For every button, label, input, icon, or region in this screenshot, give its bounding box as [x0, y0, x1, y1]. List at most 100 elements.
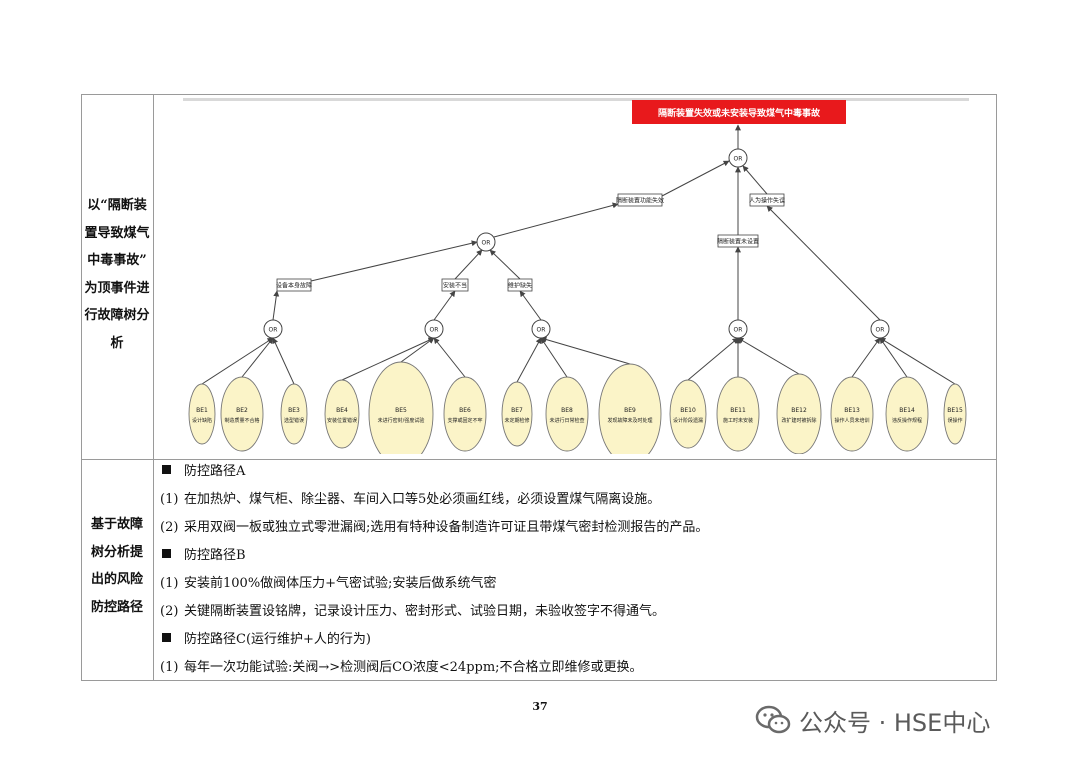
watermark: 公众号 · HSE中心	[755, 702, 990, 738]
row-label-control-paths: 基于故障 树分析提 出的风险 防控路径	[81, 511, 153, 621]
basic-event-id: BE7	[511, 407, 523, 414]
square-bullet-icon	[162, 549, 171, 558]
wechat-icon	[755, 705, 791, 734]
connector-line	[742, 165, 768, 195]
basic-event-desc: 未进行密封/强度试验	[378, 417, 425, 424]
top-event-label: 隔断装置失效或未安装导致煤气中毒事故	[658, 107, 821, 119]
intermediate-event-box	[276, 278, 312, 292]
connector-line	[661, 160, 730, 197]
basic-event-desc: 设计阶段遗漏	[673, 417, 703, 424]
basic-event-id: BE2	[236, 407, 248, 414]
top-event-box	[632, 100, 846, 124]
connector-line	[540, 337, 568, 378]
basic-event	[716, 376, 760, 452]
connector-line	[272, 337, 295, 385]
basic-event-id: BE10	[680, 407, 696, 414]
label-line: 析	[110, 335, 124, 351]
label-line: 为顶事件进	[84, 280, 150, 296]
connector-line	[516, 337, 542, 383]
intermediate-event-box	[441, 278, 469, 292]
connector-line	[489, 249, 521, 280]
basic-event-id: BE12	[791, 407, 807, 414]
square-bullet-icon	[162, 465, 171, 474]
basic-event	[324, 379, 360, 449]
connector-line	[879, 337, 908, 378]
basic-event-id: BE13	[844, 407, 860, 414]
intermediate-event-label: 安装不当	[443, 282, 467, 290]
diagram-top-border	[183, 98, 969, 101]
intermediate-event-label: 隔断装置未设置	[717, 238, 759, 246]
basic-event-desc: 选型错误	[284, 417, 304, 424]
intermediate-event-label: 隔断装置功能失效	[616, 197, 664, 205]
basic-event-id: BE9	[624, 407, 636, 414]
content-table	[81, 94, 997, 681]
or-gate-label: OR	[430, 327, 439, 334]
or-gate	[476, 232, 496, 252]
connector-line	[433, 290, 456, 321]
or-gate	[531, 319, 551, 339]
watermark-text: 公众号 · HSE中心	[799, 708, 991, 737]
basic-event-id: BE3	[288, 407, 300, 414]
basic-event-desc: 制造质量不合格	[224, 417, 259, 424]
label-line: 基于故障	[90, 517, 143, 532]
connector-line	[493, 202, 619, 238]
row-divider	[81, 459, 997, 460]
label-line: 树分析提	[90, 544, 143, 560]
basic-event	[830, 376, 874, 452]
path-b-item-1: (1)安装前100%做阀体压力+气密试验;安装后做系统气密	[160, 576, 497, 591]
connector-line	[341, 337, 435, 381]
square-bullet-icon	[162, 633, 171, 642]
intermediate-event-label: 维护缺失	[508, 282, 532, 290]
basic-event-desc: 设计缺陷	[192, 417, 212, 424]
or-gate	[870, 319, 890, 339]
or-gate-label: OR	[537, 327, 546, 334]
connector-line	[766, 205, 881, 321]
basic-event	[885, 376, 929, 452]
connector-line	[400, 337, 435, 363]
basic-event	[545, 376, 589, 452]
basic-event-id: BE11	[730, 407, 746, 414]
basic-event-desc: 违反操作规程	[892, 417, 922, 424]
intermediate-event-label: 设备本身故障	[276, 282, 312, 290]
label-line: 置导致煤气	[84, 225, 150, 241]
intermediate-event-box	[507, 278, 533, 292]
path-a-item-2: (2)采用双阀一板或独立式零泄漏阀;选用有特种设备制造许可证且带煤气密封检测报告…	[160, 520, 709, 535]
connector-line	[454, 249, 483, 280]
connector-line	[201, 337, 274, 385]
basic-event	[501, 381, 533, 447]
connector-line	[241, 337, 274, 378]
intermediate-event-box	[617, 193, 663, 207]
intermediate-event-box	[717, 234, 759, 248]
basic-event-desc: 施工时未安装	[723, 417, 753, 424]
row-label-fault-tree: 以“隔断装 置导致煤气 中毒事故” 为顶事件进 行故障树分 析	[81, 192, 153, 357]
or-gate	[424, 319, 444, 339]
connector-line	[687, 337, 739, 381]
path-b-item-2: (2)关键隔断装置设铭牌，记录设计压力、密封形式、试验日期，未验收签字不得通气。	[160, 604, 666, 619]
basic-event-desc: 未定期检修	[504, 417, 529, 424]
basic-event	[188, 383, 216, 445]
basic-event	[943, 383, 967, 445]
column-divider	[153, 94, 154, 681]
basic-event	[776, 373, 822, 454]
connector-line	[519, 290, 542, 321]
basic-event	[443, 376, 487, 452]
connector-line	[851, 337, 881, 378]
intermediate-event-label: 人为操作失误	[749, 197, 785, 205]
basic-event-id: BE6	[459, 407, 471, 414]
basic-event-id: BE15	[947, 407, 963, 414]
basic-event-desc: 操作人员未培训	[834, 417, 869, 424]
basic-event-desc: 支撑或固定不牢	[447, 417, 482, 424]
basic-event-desc: 安装位置错误	[327, 417, 357, 424]
basic-event-id: BE1	[196, 407, 208, 414]
basic-event	[220, 376, 264, 452]
basic-event-desc: 未进行日常检查	[549, 417, 584, 424]
basic-event-desc: 改扩建时被拆除	[781, 417, 816, 424]
path-c-heading: 防控路径C(运行维护+人的行为)	[160, 628, 371, 647]
basic-event	[280, 383, 308, 445]
label-line: 以“隔断装	[87, 198, 147, 213]
path-b-heading: 防控路径B	[160, 544, 246, 563]
or-gate-label: OR	[734, 327, 743, 334]
basic-event	[598, 363, 662, 454]
connector-line	[272, 290, 280, 321]
